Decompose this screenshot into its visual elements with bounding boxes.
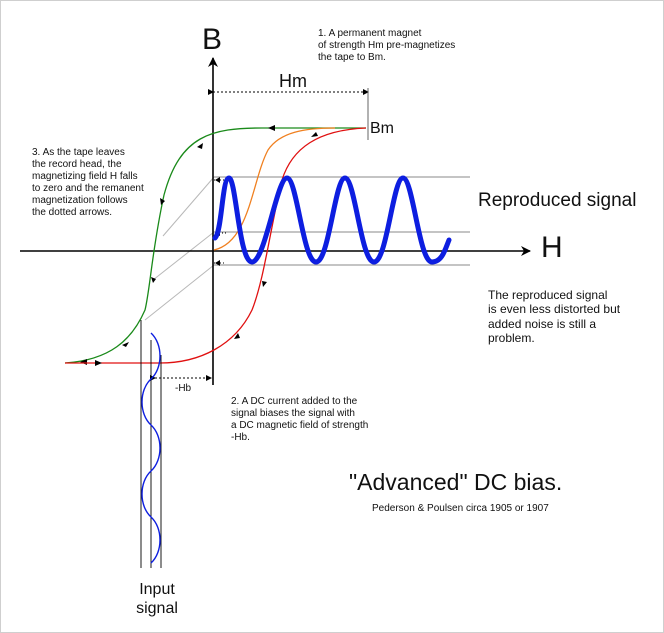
neg-hb-label: -Hb	[175, 383, 192, 394]
diagram-title: "Advanced" DC bias.	[349, 469, 563, 495]
hm-dimension	[208, 88, 369, 140]
h-axis-label: H	[541, 231, 563, 264]
note-1: 1. A permanent magnet of strength Hm pre…	[318, 28, 456, 63]
diagram-subtitle: Pederson & Poulsen circa 1905 or 1907	[372, 503, 549, 514]
note-2: 2. A DC current added to the signal bias…	[231, 396, 369, 443]
axes	[20, 57, 531, 385]
red-curve	[65, 127, 367, 364]
bm-label: Bm	[370, 120, 394, 137]
green-curve-arrows	[80, 125, 275, 365]
input-signal-wave	[141, 332, 161, 564]
red-curve-arrows	[95, 132, 318, 366]
note-3: 3. As the tape leaves the record head, t…	[32, 147, 144, 218]
orange-curve	[213, 127, 336, 251]
reproduced-signal-label: Reproduced signal	[478, 190, 637, 211]
hm-label: Hm	[279, 71, 307, 91]
green-curve	[64, 127, 366, 364]
projection-lines	[144, 176, 215, 321]
note-4: The reproduced signal is even less disto…	[488, 288, 621, 346]
input-signal-lines	[140, 320, 162, 568]
reproduced-signal-wave	[212, 175, 452, 265]
input-signal-label: Input signal	[136, 581, 178, 618]
b-axis-label: B	[202, 23, 223, 56]
